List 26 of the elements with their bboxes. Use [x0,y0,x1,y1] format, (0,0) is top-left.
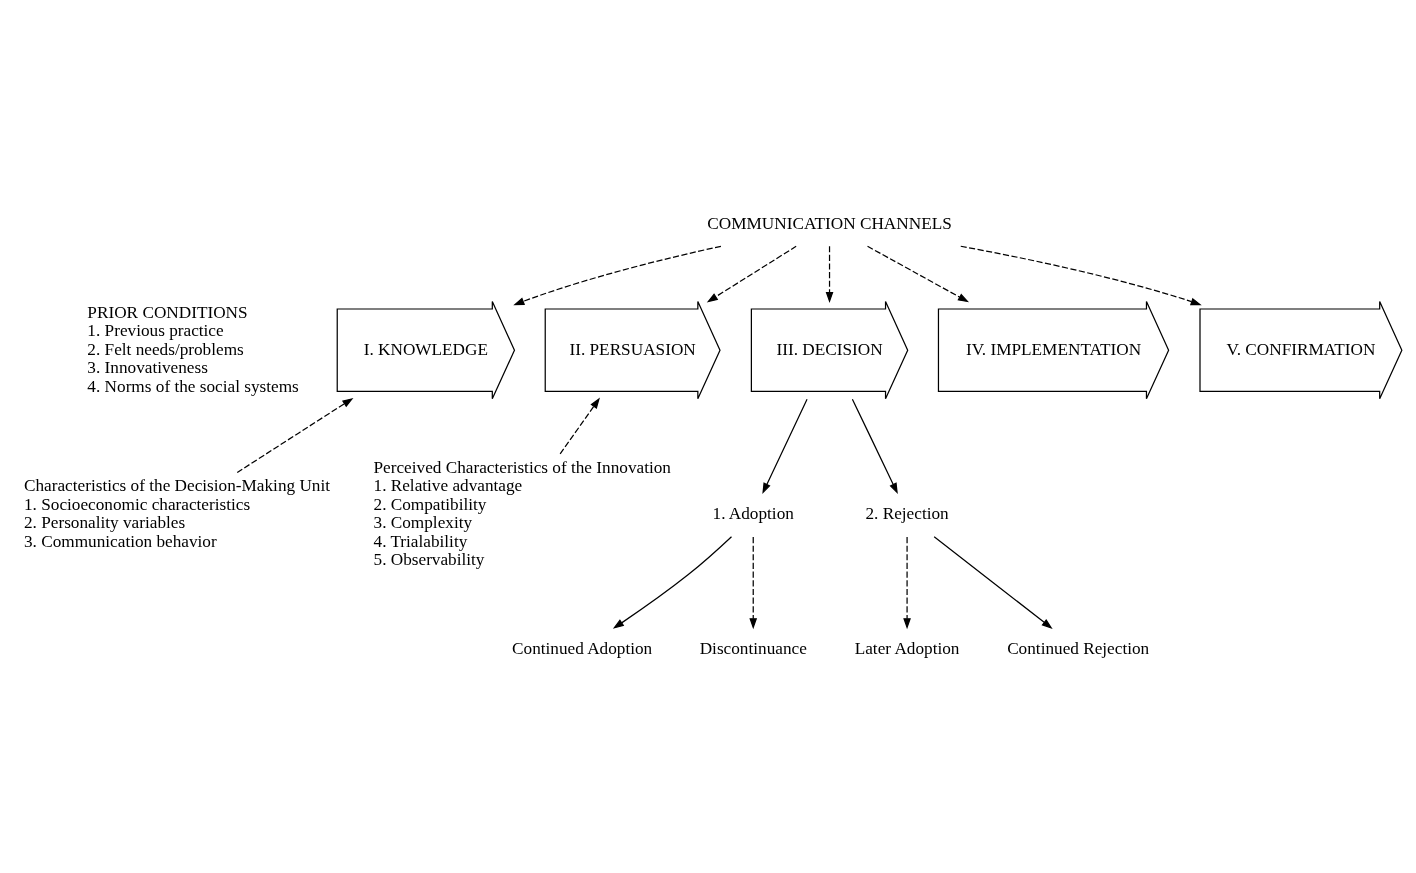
label: 2. Felt needs/problems [87,339,244,359]
label: 4. Norms of the social systems [87,376,299,396]
arrow [960,245,1202,305]
arrow [749,536,758,629]
node-text: 2. Rejection [865,503,949,523]
arrow [706,245,797,302]
node-text: Characteristics of the Decision-Making Unit 1. Socioeconomic characteristics 2. Personality variables 3. Communication behavior [24,475,331,551]
arrow [762,398,808,494]
arrow [825,245,834,303]
node-text: Continued Adoption [512,638,653,658]
arrow [513,245,722,305]
node-text: Continued Rejection [1007,638,1150,658]
label: 1. Previous practice [87,320,224,340]
arrow [236,397,354,473]
node-text: Later Adoption [854,638,960,658]
arrow [612,535,733,629]
arrow [903,536,911,629]
arrow [559,397,600,454]
node-text: 1. Adoption [712,503,794,523]
arrow [933,535,1053,629]
arrow [851,398,898,494]
node-text: Discontinuance [699,638,807,658]
label: PRIOR CONDITIONS [87,302,248,322]
node-text: Perceived Characteristics of the Innovation 1. Relative advantage 2. Compatibility 3. Complexity 4. Trialability 5. Observability [373,457,671,569]
node-text: COMMUNICATION CHANNELS [707,213,952,233]
arrow [866,245,969,302]
